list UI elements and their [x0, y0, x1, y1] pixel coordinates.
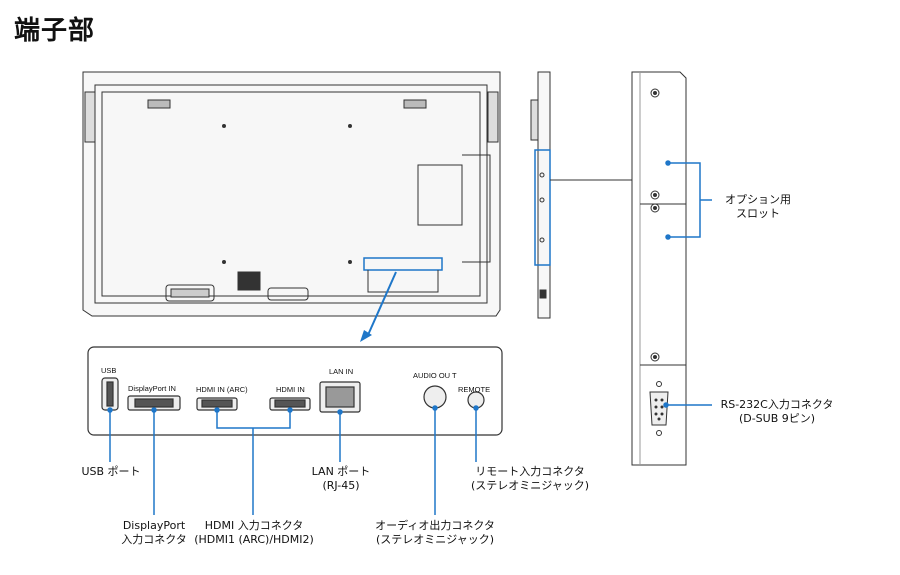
remote-port-label: REMOTE [458, 385, 491, 394]
remote-connector-callout: リモート入力コネクタ (ステレオミニジャック) [470, 465, 590, 492]
displayport-connector-callout: DisplayPort 入力コネクタ [121, 519, 187, 546]
audio-out-connector-callout: オーディオ出力コネクタ (ステレオミニジャック) [375, 519, 495, 546]
rs232c-connector-callout: RS-232C入力コネクタ (D-SUB 9ピン) [720, 398, 834, 425]
hdmi-arc-port-label: HDMI IN (ARC) [196, 385, 248, 394]
option-slot-callout: オプション用 スロット [725, 193, 791, 220]
audio-out-port-label: AUDIO OU T [413, 371, 457, 380]
page-title: 端子部 [14, 16, 96, 46]
displayport-port-label: DisplayPort IN [128, 384, 176, 393]
side-panel-enlarged [631, 71, 687, 466]
hdmi-port-label: HDMI IN [276, 385, 305, 394]
hdmi-connector-callout: HDMI 入力コネクタ (HDMI1 (ARC)/HDMI2) [194, 519, 314, 546]
usb-port-label: USB [101, 366, 117, 375]
lan-port-label: LAN IN [329, 367, 354, 376]
display-side-view [530, 71, 551, 319]
display-rear-view [82, 71, 501, 317]
usb-port-callout: USB ポート [81, 465, 141, 478]
lan-port-callout: LAN ポート (RJ-45) [311, 465, 371, 492]
